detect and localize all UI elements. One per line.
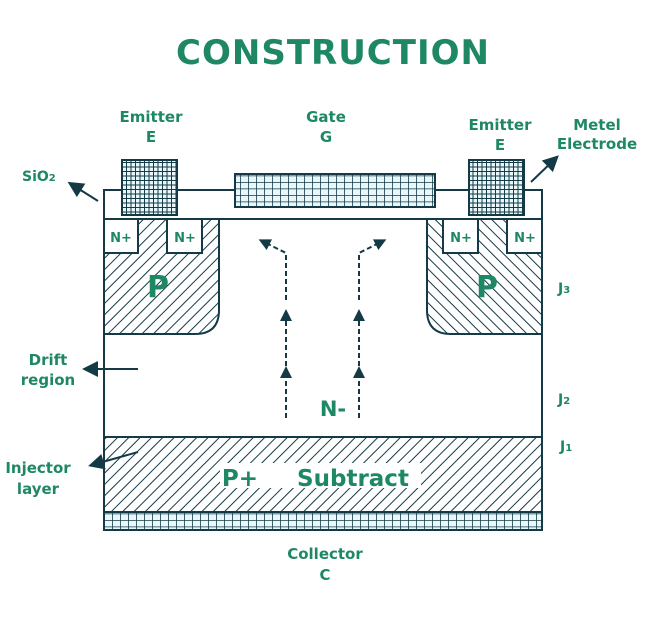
drift-region-line2: region	[21, 371, 75, 389]
current-flow-left	[258, 239, 292, 418]
junction-j3: J3	[557, 281, 570, 297]
gate-metal	[234, 173, 436, 208]
emitter-right-symbol: E	[495, 136, 505, 154]
n-plus-right-inner: N+	[442, 218, 479, 254]
p-right-label: P	[476, 270, 498, 305]
emitter-right-name: Emitter	[469, 116, 533, 134]
junction-j1-base: J	[559, 439, 565, 455]
junction-j2: J2	[557, 392, 570, 408]
collector-name: Collector	[287, 545, 363, 563]
sio2-base: SiO	[22, 169, 49, 185]
emitter-left-symbol: E	[146, 128, 156, 146]
injector-layer-arrow	[88, 451, 139, 470]
substrate-label: Subtract	[297, 466, 409, 492]
drift-region-line1: Drift	[29, 351, 68, 369]
junction-j3-sub: 3	[563, 285, 570, 296]
sio2-arrow	[67, 181, 99, 202]
n-plus-right-outer: N+	[506, 218, 543, 254]
metal-electrode-arrow	[530, 155, 559, 183]
collector-symbol: C	[319, 566, 330, 584]
current-flow-right	[353, 239, 387, 418]
gate-name: Gate	[306, 108, 346, 126]
n-plus-label: N+	[514, 231, 536, 246]
diagram-title: CONSTRUCTION	[176, 33, 490, 73]
n-plus-label: N+	[450, 231, 472, 246]
emitter-right-label: Emitter E	[469, 116, 533, 154]
n-plus-left-inner: N+	[166, 218, 203, 254]
n-plus-label: N+	[174, 231, 196, 246]
junction-j3-base: J	[557, 281, 563, 297]
gate-label: Gate G	[306, 108, 346, 146]
gate-symbol: G	[320, 128, 332, 146]
emitter-left-label: Emitter E	[120, 108, 184, 146]
emitter-right-metal	[468, 159, 525, 216]
junction-j1-sub: 1	[565, 443, 572, 454]
junction-j2-base: J	[557, 392, 563, 408]
collector-label: Collector C	[287, 545, 363, 584]
metal-electrode-line1: Metel	[573, 116, 621, 134]
collector-metal	[103, 511, 543, 531]
sio2-label: SiO2	[22, 169, 56, 185]
n-plus-left-outer: N+	[103, 218, 139, 254]
junction-j1: J1	[559, 439, 572, 455]
emitter-left-name: Emitter	[120, 108, 184, 126]
sio2-subscript: 2	[49, 173, 56, 184]
substrate-label-bg	[220, 463, 421, 488]
drift-region-label: Drift region	[21, 351, 75, 389]
emitter-left-metal	[121, 159, 178, 216]
injector-layer-line2: layer	[17, 480, 60, 498]
metal-electrode-line2: Electrode	[557, 135, 637, 153]
p-left-label: P	[147, 270, 169, 305]
metal-electrode-label: Metel Electrode	[557, 116, 637, 153]
n-plus-label: N+	[110, 231, 132, 246]
injector-layer-line1: Injector	[5, 459, 71, 477]
injector-layer-label: Injector layer	[5, 459, 71, 498]
junction-j2-sub: 2	[563, 396, 570, 407]
n-minus-label: N-	[320, 397, 346, 421]
p-plus-label: P+	[222, 466, 258, 492]
